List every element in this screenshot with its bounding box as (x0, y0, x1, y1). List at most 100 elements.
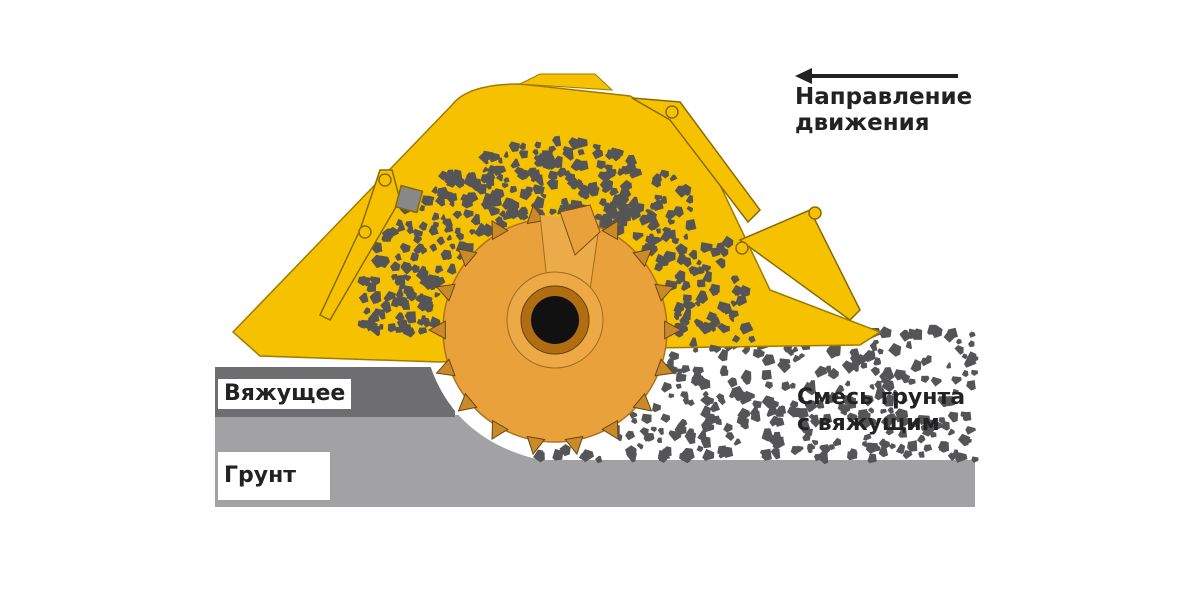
rotor-tooth (491, 419, 509, 441)
rotor-tooth (526, 435, 546, 456)
gravel-piece (508, 141, 520, 152)
gravel-piece (679, 452, 688, 461)
gravel-piece (923, 444, 933, 452)
gravel-piece (867, 407, 875, 414)
gravel-piece (708, 285, 718, 297)
gravel-piece (410, 252, 419, 262)
gravel-piece (865, 433, 872, 440)
gravel-piece (562, 146, 574, 156)
gravel-piece (474, 225, 484, 237)
gravel-piece (789, 400, 799, 409)
gravel-piece (715, 257, 726, 269)
gravel-piece (411, 264, 420, 274)
gravel-piece (696, 259, 702, 266)
gravel-piece (712, 415, 721, 425)
gravel-piece (878, 446, 889, 458)
gravel-piece (595, 455, 603, 464)
gravel-piece (676, 254, 688, 266)
gravel-piece (669, 174, 678, 182)
gravel-piece (657, 255, 670, 267)
gravel-piece (891, 389, 899, 397)
gravel-piece (814, 365, 828, 378)
gravel-piece (503, 151, 509, 158)
gravel-piece (400, 263, 413, 275)
gravel-piece (766, 405, 778, 417)
mixture-label-line1: Смесь грунта (797, 385, 966, 410)
gravel-piece (701, 421, 715, 433)
gravel-piece (806, 443, 815, 451)
gravel-piece (710, 316, 721, 328)
rotor-mount-plate (559, 204, 601, 256)
gravel-piece (533, 155, 545, 166)
gravel-piece (672, 206, 684, 218)
gravel-piece (667, 219, 675, 225)
gravel-piece (403, 274, 411, 282)
gravel-piece (519, 150, 529, 159)
gravel-piece (692, 347, 699, 353)
gravel-piece (486, 184, 492, 190)
gravel-piece (380, 301, 392, 314)
gravel-piece (534, 141, 542, 149)
direction-arrow-icon (795, 68, 958, 84)
gravel-piece (869, 384, 875, 390)
gravel-piece (399, 242, 411, 254)
gravel-piece (740, 419, 749, 430)
gravel-piece (683, 319, 690, 326)
gravel-piece (660, 413, 671, 423)
gravel-piece (547, 158, 560, 170)
gravel-piece (770, 448, 781, 460)
gravel-piece (908, 378, 916, 386)
gravel-piece (887, 407, 894, 414)
gravel-piece (962, 411, 972, 422)
gravel-piece (636, 442, 644, 450)
gravel-piece (657, 427, 664, 436)
gravel-piece (641, 413, 652, 424)
gravel-piece (358, 292, 369, 304)
gravel-piece (688, 249, 698, 260)
gravel-piece (769, 415, 781, 427)
gravel-piece (712, 345, 722, 354)
gravel-piece (480, 197, 494, 210)
gravel-piece (476, 184, 487, 195)
gravel-piece (413, 243, 426, 255)
gravel-piece (429, 283, 436, 290)
gravel-piece (846, 412, 858, 423)
gravel-piece (381, 230, 393, 242)
gravel-piece (526, 167, 540, 181)
gravel-piece (605, 153, 613, 160)
gravel-piece (652, 200, 664, 212)
gravel-piece (510, 201, 519, 209)
gravel-piece (781, 381, 791, 392)
gravel-piece (709, 401, 720, 413)
gravel-piece (502, 182, 509, 189)
gravel-piece (917, 434, 926, 444)
gravel-piece (729, 315, 735, 323)
gravel-piece (761, 448, 772, 461)
gravel-piece (675, 243, 688, 256)
gravel-piece (661, 381, 672, 393)
gravel-piece (374, 329, 380, 336)
gravel-piece (878, 438, 887, 447)
gravel-piece (605, 207, 619, 220)
gravel-piece (648, 217, 660, 231)
gravel-piece (693, 318, 702, 327)
gravel-piece (666, 358, 674, 366)
gravel-piece (917, 415, 931, 426)
gravel-piece (421, 294, 433, 306)
gravel-piece (461, 196, 473, 209)
gravel-piece (808, 413, 816, 421)
gravel-piece (769, 399, 779, 409)
gravel-piece (420, 315, 427, 323)
gravel-piece (951, 449, 959, 458)
gravel-piece (937, 396, 950, 408)
gravel-piece (700, 242, 713, 253)
gravel-piece (549, 208, 557, 216)
gravel-piece (925, 355, 932, 362)
gravel-piece (390, 297, 401, 308)
gravel-piece (394, 274, 406, 286)
gravel-piece (658, 455, 668, 463)
gravel-piece (506, 207, 520, 220)
gravel-piece (519, 169, 530, 180)
gravel-piece (552, 448, 564, 461)
gravel-piece (556, 167, 568, 178)
